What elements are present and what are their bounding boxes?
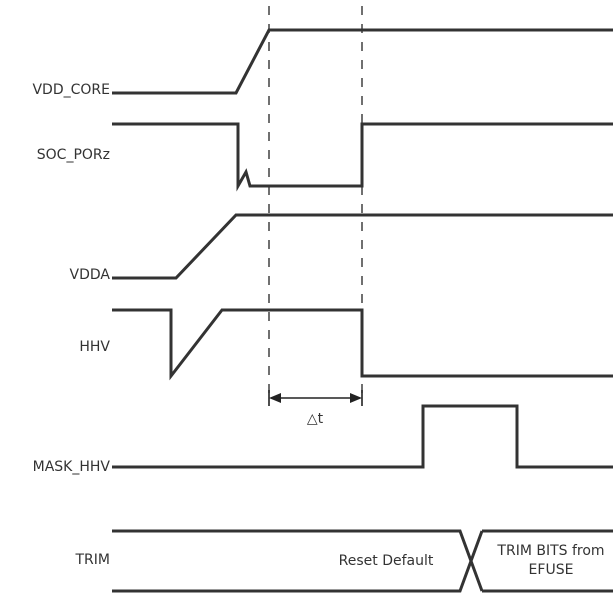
- waveform-mask-hhv: [112, 404, 613, 469]
- signal-row-trim: TRIM Reset Default TRIM BITS from EFUSE: [75, 529, 613, 593]
- signal-row-soc-porz: SOC_PORz: [37, 122, 613, 192]
- bus-value-reset-default: Reset Default: [339, 553, 434, 569]
- waveform-vdd-core: [112, 28, 613, 95]
- signal-label-mask-hhv: MASK_HHV: [33, 459, 111, 475]
- signal-row-hhv: HHV: [79, 308, 613, 381]
- waveform-vdda: [112, 213, 613, 280]
- waveform-hhv: [112, 308, 613, 381]
- signal-label-vdda: VDDA: [70, 267, 111, 283]
- waveform-soc-porz: [112, 122, 613, 192]
- bus-value-trim-bits-line2: EFUSE: [529, 562, 574, 578]
- bus-value-trim-bits-line1: TRIM BITS from: [496, 543, 604, 559]
- signal-label-hhv: HHV: [79, 339, 110, 355]
- bus-segment-reset-default-bottom: [112, 530, 484, 593]
- bus-segment-reset-default-top: [112, 529, 484, 592]
- delta-t-annotation: △t: [268, 390, 363, 427]
- signal-row-vdd-core: VDD_CORE: [32, 28, 613, 98]
- signal-row-vdda: VDDA: [70, 213, 613, 283]
- signal-label-soc-porz: SOC_PORz: [37, 147, 110, 163]
- signal-label-trim: TRIM: [75, 552, 111, 568]
- delta-t-arrowhead-left: [269, 393, 281, 403]
- marker-lines-group: [268, 6, 363, 396]
- signal-row-mask-hhv: MASK_HHV: [33, 404, 613, 475]
- delta-t-arrowhead-right: [350, 393, 362, 403]
- signal-label-vdd-core: VDD_CORE: [32, 82, 110, 98]
- delta-t-label: △t: [307, 411, 324, 427]
